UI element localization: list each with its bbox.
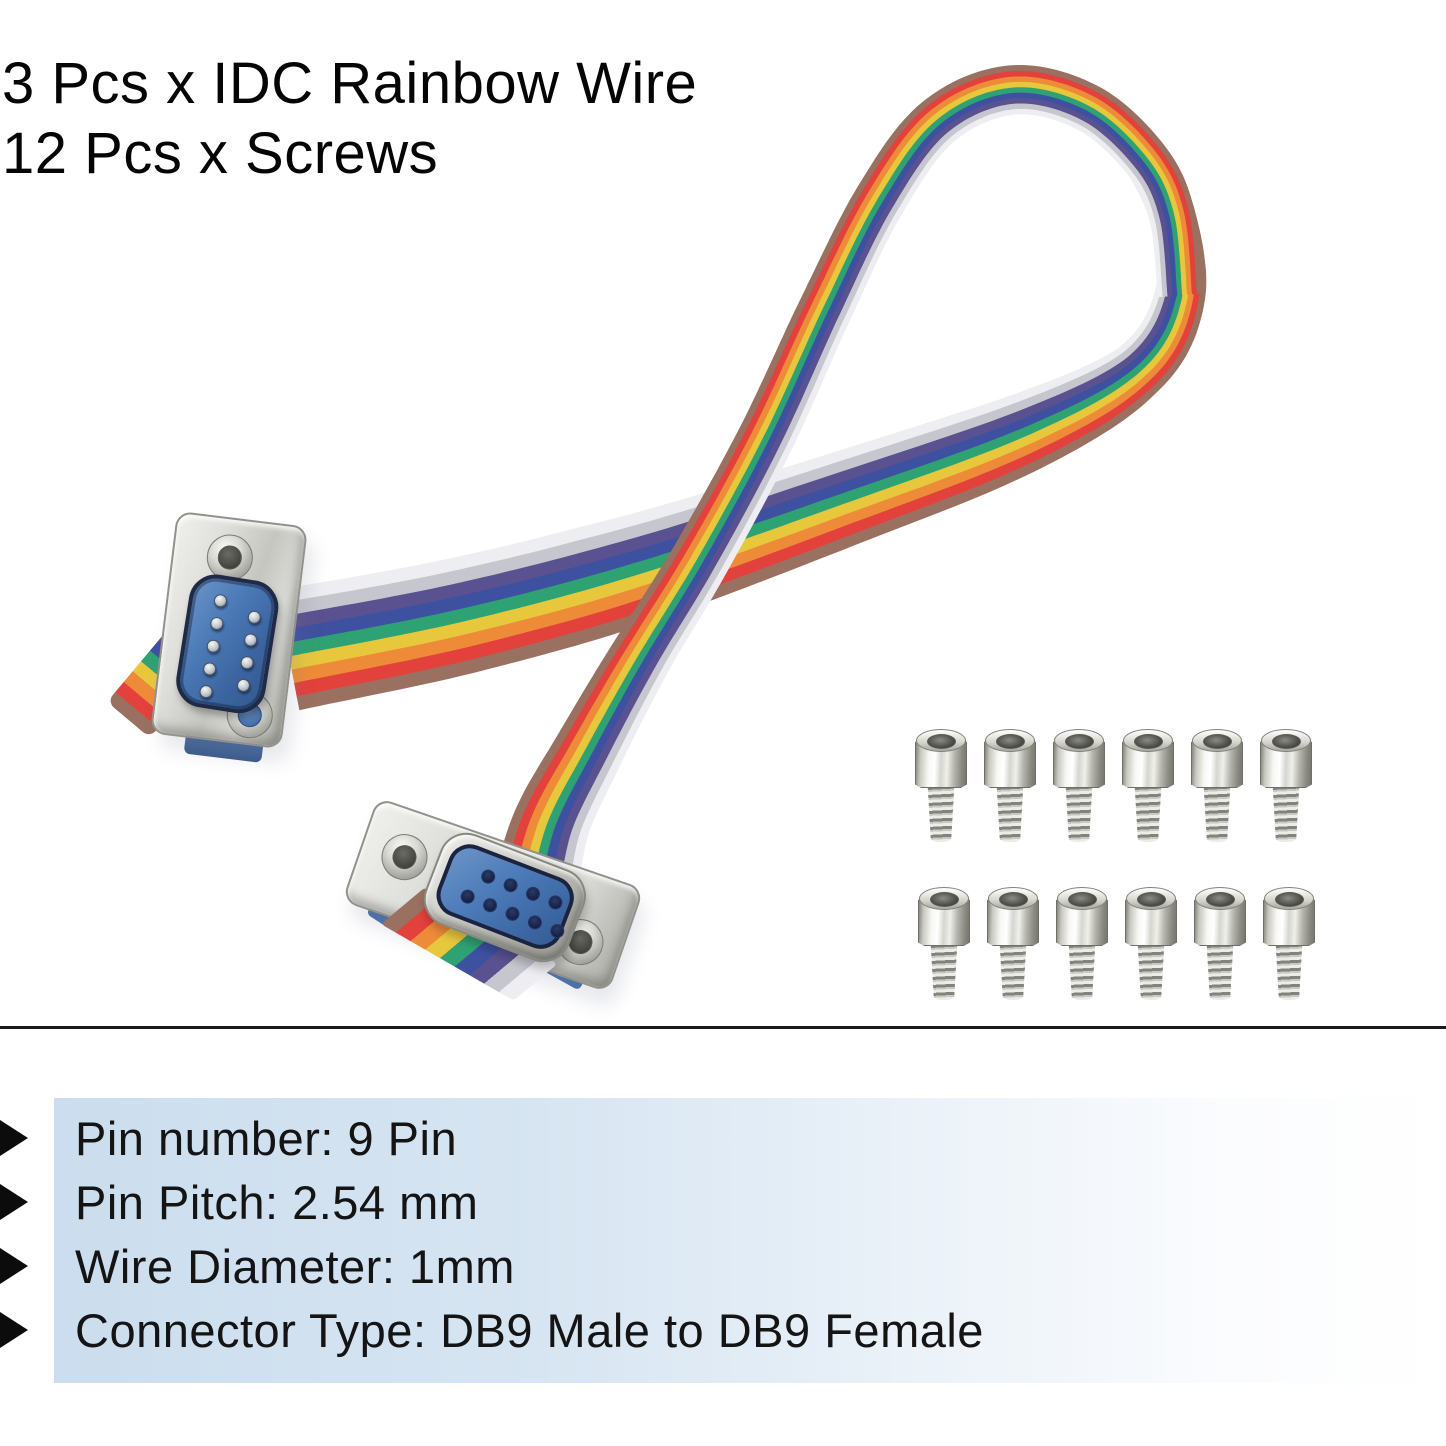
standoff-screw: [1122, 726, 1174, 848]
screw-thread: [1203, 784, 1231, 842]
header-caption: 3 Pcs x IDC Rainbow Wire 12 Pcs x Screws: [2, 49, 697, 189]
header-line-1: 3 Pcs x IDC Rainbow Wire: [2, 51, 698, 116]
standoff-screw: [915, 726, 967, 848]
spec-row: Pin Pitch: 2.54 mm: [0, 1170, 1446, 1234]
screw-top-hole: [916, 729, 966, 752]
spec-row: Pin number: 9 Pin: [0, 1106, 1446, 1170]
female-socket-hole: [525, 913, 544, 932]
standoff-screw: [984, 726, 1036, 848]
standoff-screw: [1260, 726, 1312, 848]
male-pin: [246, 609, 262, 625]
screw-thread: [996, 784, 1024, 842]
spec-text: Connector Type: DB9 Male to DB9 Female: [75, 1303, 984, 1357]
screw-thread: [927, 784, 955, 842]
spec-text: Wire Diameter: 1mm: [75, 1239, 515, 1293]
female-socket-hole: [523, 884, 543, 903]
screw-thread: [1206, 942, 1234, 1000]
header-line-2: 12 Pcs x Screws: [2, 121, 439, 186]
female-socket-hole: [503, 904, 522, 923]
spec-text: Pin Pitch: 2.54 mm: [75, 1175, 479, 1229]
male-pin: [209, 616, 225, 631]
screw-thread: [999, 942, 1027, 1000]
male-pin: [239, 655, 255, 671]
male-pin: [198, 684, 214, 700]
male-pin: [202, 661, 218, 677]
male-pin: [243, 632, 259, 648]
screw-top-hole: [1123, 729, 1173, 752]
female-socket-hole: [479, 867, 498, 886]
screw-top-hole: [1264, 887, 1314, 910]
standoff-screw: [987, 884, 1039, 1006]
standoff-screw: [1194, 884, 1246, 1006]
standoff-screw: [1125, 884, 1177, 1006]
screw-top-hole: [1057, 887, 1107, 910]
screw-top-hole: [1192, 729, 1242, 752]
screw-top-hole: [1261, 729, 1311, 752]
female-socket-hole: [458, 887, 477, 906]
female-socket-hole: [501, 876, 520, 895]
standoff-screw: [1053, 726, 1105, 848]
spec-text: Pin number: 9 Pin: [75, 1111, 458, 1165]
screw-thread: [930, 942, 958, 1000]
db9-male-connector: [106, 510, 309, 763]
female-socket-hole: [548, 921, 567, 941]
screw-top-hole: [1195, 887, 1245, 910]
separator-line: [0, 1026, 1446, 1029]
male-pin: [205, 638, 221, 654]
male-pin: [236, 678, 251, 693]
standoff-screw: [1056, 884, 1108, 1006]
screw-thread: [1068, 942, 1096, 1000]
spec-panel: Pin number: 9 Pin Pin Pitch: 2.54 mm Wir…: [0, 1098, 1446, 1383]
screw-top-hole: [919, 887, 969, 910]
standoff-screws-grid: [915, 726, 1375, 1026]
female-socket-hole: [546, 893, 565, 912]
standoff-screw: [918, 884, 970, 1006]
screw-top-hole: [988, 887, 1038, 910]
screw-thread: [1272, 784, 1300, 842]
standoff-screw: [1191, 726, 1243, 848]
screw-thread: [1134, 784, 1162, 842]
screw-top-hole: [1054, 729, 1104, 752]
screw-top-hole: [1126, 887, 1176, 910]
screw-thread: [1275, 942, 1303, 1000]
spec-row: Connector Type: DB9 Male to DB9 Female: [0, 1298, 1446, 1362]
female-socket-hole: [481, 896, 500, 915]
screw-top-hole: [985, 729, 1035, 752]
male-pin: [213, 593, 228, 609]
standoff-screw: [1263, 884, 1315, 1006]
screw-thread: [1065, 784, 1093, 842]
spec-row: Wire Diameter: 1mm: [0, 1234, 1446, 1298]
screw-thread: [1137, 942, 1165, 1000]
